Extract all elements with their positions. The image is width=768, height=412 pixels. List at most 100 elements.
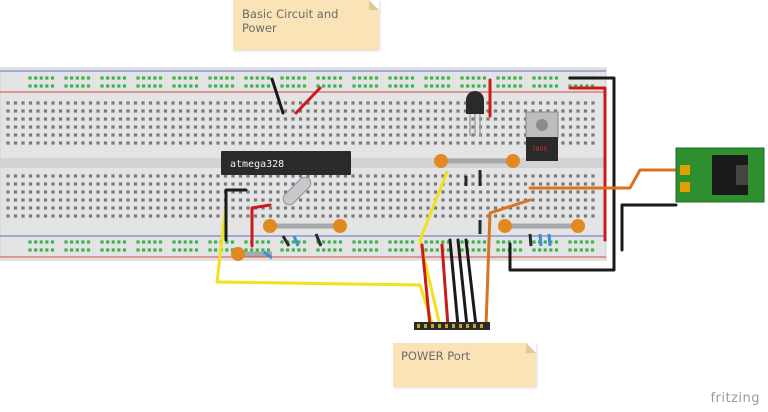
- breadboard-hole: [70, 76, 74, 80]
- breadboard-hole: [508, 214, 513, 218]
- breadboard-hole: [466, 76, 470, 80]
- breadboard-hole: [36, 214, 40, 218]
- breadboard-hole: [6, 125, 10, 129]
- breadboard-hole: [531, 198, 535, 202]
- breadboard-hole: [373, 190, 378, 194]
- breadboard-hole: [403, 133, 408, 137]
- breadboard-hole: [216, 141, 220, 145]
- breadboard-hole: [51, 206, 55, 210]
- jumper: [538, 233, 543, 247]
- breadboard-hole: [549, 248, 553, 252]
- breadboard-hole: [58, 174, 63, 178]
- breadboard-hole: [6, 190, 10, 194]
- breadboard-hole: [553, 190, 558, 194]
- breadboard-hole: [352, 84, 356, 88]
- breadboard-hole: [399, 248, 403, 252]
- breadboard-hole: [50, 248, 55, 252]
- breadboard-hole: [201, 198, 205, 202]
- breadboard-hole: [208, 198, 213, 202]
- breadboard-hole: [538, 76, 542, 80]
- breadboard-hole: [126, 182, 130, 186]
- breadboard-hole: [28, 117, 33, 121]
- breadboard-hole: [280, 84, 284, 88]
- breadboard-hole: [58, 133, 63, 137]
- breadboard-hole: [298, 117, 303, 121]
- breadboard-hole: [43, 206, 48, 210]
- breadboard-hole: [186, 109, 190, 113]
- breadboard-hole: [471, 248, 475, 252]
- breadboard-hole: [441, 190, 445, 194]
- breadboard-hole: [456, 133, 460, 137]
- breadboard-hole: [88, 198, 93, 202]
- breadboard-hole: [343, 174, 348, 178]
- breadboard-hole: [28, 125, 33, 129]
- breadboard-hole: [351, 206, 355, 210]
- breadboard-hole: [171, 125, 175, 129]
- breadboard-hole: [396, 182, 400, 186]
- breadboard-hole: [246, 133, 250, 137]
- breadboard-hole: [238, 182, 243, 186]
- breadboard-hole: [21, 109, 25, 113]
- breadboard-hole: [388, 174, 393, 178]
- breadboard-hole: [448, 190, 453, 194]
- breadboard-hole: [193, 174, 198, 178]
- breadboard-hole: [186, 182, 190, 186]
- breadboard-hole: [58, 141, 63, 145]
- breadboard-hole: [136, 76, 140, 80]
- breadboard-hole: [381, 109, 385, 113]
- breadboard-hole: [118, 125, 123, 129]
- note-text: POWER Port: [401, 349, 471, 363]
- breadboard-hole: [103, 109, 108, 113]
- breadboard-hole: [81, 206, 85, 210]
- breadboard-hole: [39, 240, 43, 244]
- header-pin: [452, 324, 455, 328]
- breadboard-hole: [66, 133, 70, 137]
- wire-black-port-3: [464, 238, 478, 328]
- breadboard-hole: [478, 214, 483, 218]
- breadboard-hole: [396, 125, 400, 129]
- breadboard-hole: [208, 248, 212, 252]
- breadboard-hole: [43, 190, 48, 194]
- breadboard-hole: [531, 190, 535, 194]
- breadboard-hole: [486, 101, 490, 105]
- breadboard-hole: [268, 109, 273, 113]
- breadboard-hole: [403, 101, 408, 105]
- breadboard-hole: [424, 248, 428, 252]
- breadboard-hole: [141, 206, 145, 210]
- breadboard-hole: [216, 109, 220, 113]
- breadboard-hole: [194, 240, 199, 244]
- breadboard-hole: [28, 76, 32, 80]
- breadboard-hole: [156, 133, 160, 137]
- breadboard-hole: [64, 84, 68, 88]
- breadboard-hole: [486, 141, 490, 145]
- breadboard-hole: [208, 206, 213, 210]
- breadboard-hole: [231, 125, 235, 129]
- breadboard-hole: [516, 206, 520, 210]
- breadboard-hole: [493, 125, 498, 129]
- breadboard-hole: [193, 101, 198, 105]
- breadboard-hole: [193, 206, 198, 210]
- breadboard-hole: [358, 190, 363, 194]
- breadboard-hole: [36, 190, 40, 194]
- breadboard-hole: [576, 101, 580, 105]
- breadboard-hole: [351, 214, 355, 218]
- breadboard-hole: [396, 198, 400, 202]
- breadboard-hole: [591, 214, 595, 218]
- breadboard-hole: [201, 101, 205, 105]
- breadboard-hole: [21, 198, 25, 202]
- breadboard-hole: [189, 84, 193, 88]
- breadboard-hole: [58, 101, 63, 105]
- jumper: [528, 233, 533, 247]
- breadboard-hole: [430, 76, 434, 80]
- breadboard-hole: [268, 182, 273, 186]
- breadboard-hole: [388, 214, 393, 218]
- breadboard-hole: [403, 182, 408, 186]
- breadboard-hole: [70, 248, 74, 252]
- breadboard-hole: [201, 190, 205, 194]
- breadboard-hole: [471, 174, 475, 178]
- breadboard-hole: [43, 125, 48, 129]
- breadboard-hole: [298, 198, 303, 202]
- breadboard-hole: [546, 174, 550, 178]
- breadboard-hole: [306, 117, 310, 121]
- breadboard-hole: [171, 101, 175, 105]
